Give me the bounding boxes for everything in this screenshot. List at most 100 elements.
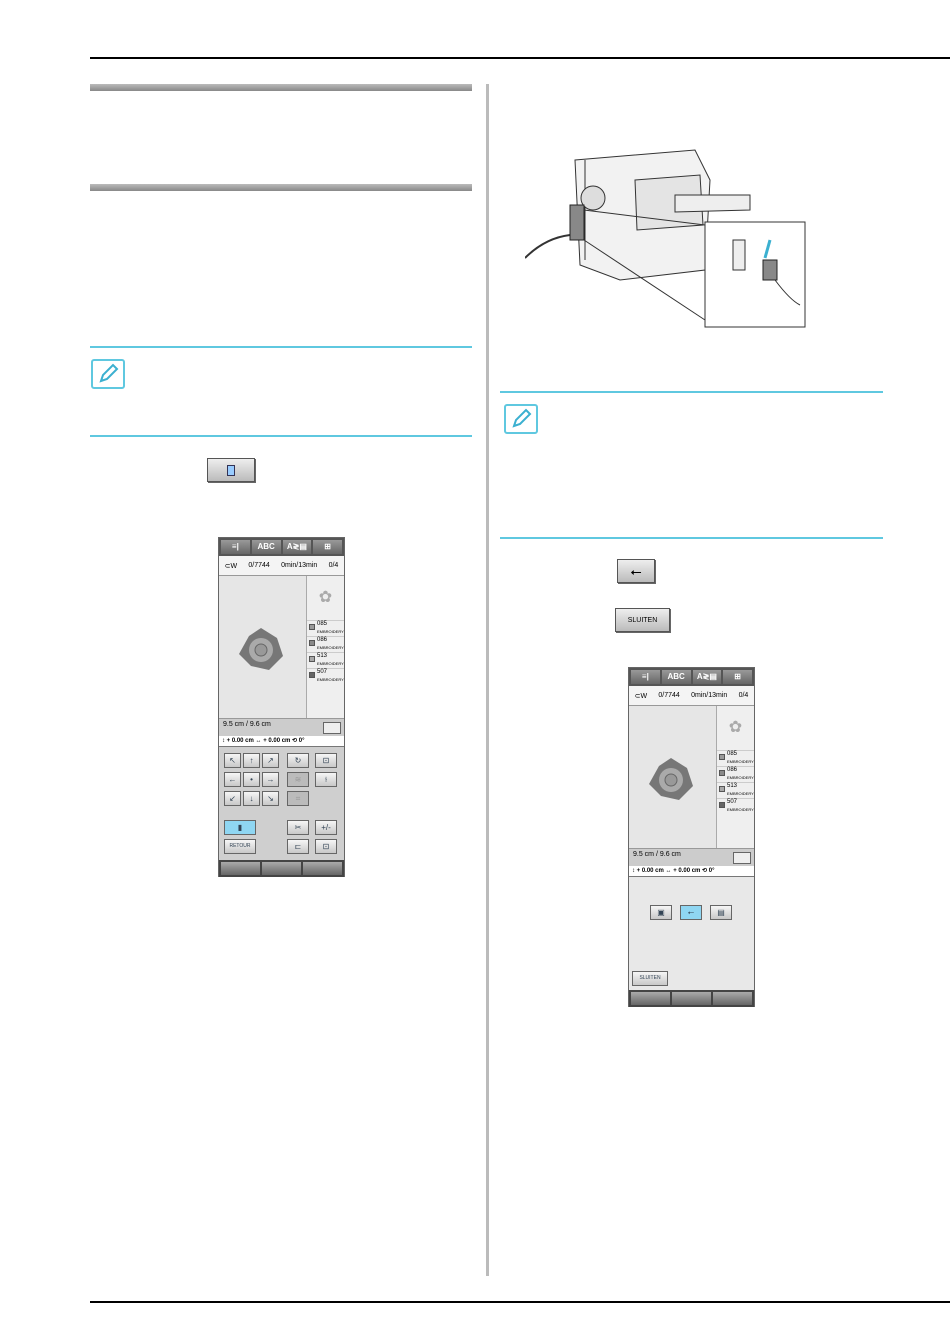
- position-readout: ↕ + 0.00 cm ↔ + 0.00 cm ⟲ 0°: [219, 736, 344, 746]
- pattern-thumbnail-icon: ✿: [318, 589, 333, 606]
- save-machine-button[interactable]: ▣: [650, 905, 672, 920]
- move-down-right-button[interactable]: ↘: [262, 791, 279, 806]
- rose-pattern-icon: [239, 628, 283, 670]
- move-center-button[interactable]: •: [243, 772, 260, 787]
- screen-tab[interactable]: ≡|: [221, 540, 250, 554]
- embroider-button[interactable]: ▮: [224, 820, 256, 835]
- help-button[interactable]: [262, 862, 301, 875]
- save-pc-button[interactable]: ▤: [710, 905, 732, 920]
- settings-button[interactable]: [713, 992, 752, 1005]
- color-swatch: [719, 786, 725, 792]
- edit-controls: ↖↑↗ ←•→ ↙↓↘ ↻ ⊡ ≋ ⫮ ⌗ ▮ ✂ +/- RETOUR ⊏ ⊡: [219, 746, 344, 860]
- rose-pattern-icon: [649, 758, 693, 800]
- memo-line: [500, 391, 883, 393]
- color-swatch: [309, 624, 315, 630]
- screen-tab[interactable]: ABC: [251, 540, 281, 554]
- color-swatch: [309, 656, 315, 662]
- pattern-info-button[interactable]: [631, 992, 670, 1005]
- screen-tab[interactable]: ABC: [661, 670, 691, 684]
- move-down-left-button[interactable]: ↙: [224, 791, 241, 806]
- screen-tab[interactable]: ⊞: [723, 670, 752, 684]
- time-info: 0min/13min: [281, 562, 318, 569]
- screen-tab[interactable]: A≷▤: [282, 540, 312, 554]
- stitch-info-row: ⊂W 0/7744 0min/13min 0/4: [219, 556, 344, 576]
- stitch-count: 0/7744: [248, 562, 270, 569]
- memo-line: [90, 346, 472, 348]
- color-swatch: [309, 640, 315, 646]
- pattern-thumbnail-icon: ✿: [728, 719, 743, 736]
- density-button[interactable]: ≋: [287, 772, 309, 787]
- color-count: 0/4: [328, 562, 339, 569]
- position-readout: ↕ + 0.00 cm ↔ + 0.00 cm ⟲ 0°: [629, 866, 754, 876]
- top-rule: [90, 57, 950, 59]
- color-swatch: [719, 802, 725, 808]
- array-button[interactable]: ⌗: [287, 791, 309, 806]
- move-right-button[interactable]: →: [262, 772, 279, 787]
- memory-button[interactable]: [733, 852, 751, 864]
- size-info: 9.5 cm / 9.6 cm: [629, 848, 754, 866]
- column-divider: [486, 84, 489, 1276]
- screen-tab[interactable]: ≡|: [631, 670, 660, 684]
- hoop-icon: ⊂W: [634, 692, 648, 700]
- memo-pencil-icon: [504, 404, 538, 434]
- save-usb-button[interactable]: ⭠: [680, 905, 702, 920]
- section-header-bar-top: [90, 84, 472, 91]
- memo-pencil-icon: [91, 359, 125, 389]
- screen-tab[interactable]: ⊞: [313, 540, 342, 554]
- size-button[interactable]: ⊡: [315, 753, 337, 768]
- retour-button[interactable]: RETOUR: [224, 839, 256, 854]
- color-swatch: [719, 770, 725, 776]
- memo-line: [500, 537, 883, 539]
- time-info: 0min/13min: [691, 692, 728, 699]
- color-swatch: [719, 754, 725, 760]
- frame-button[interactable]: ⊏: [287, 839, 309, 854]
- memo-line: [90, 435, 472, 437]
- help-button[interactable]: [672, 992, 711, 1005]
- usb-button[interactable]: ⭠: [617, 559, 655, 583]
- settings-button[interactable]: [303, 862, 342, 875]
- hoop-icon: ⊂W: [224, 562, 238, 570]
- color-count: 0/4: [738, 692, 749, 699]
- memory-button[interactable]: [323, 722, 341, 734]
- color-swatch: [309, 672, 315, 678]
- move-up-button[interactable]: ↑: [243, 753, 260, 768]
- thread-trim-button[interactable]: ✂: [287, 820, 309, 835]
- move-up-left-button[interactable]: ↖: [224, 753, 241, 768]
- section-header-bar-bottom: [90, 184, 472, 191]
- screen-tab[interactable]: A≷▤: [692, 670, 722, 684]
- mirror-button[interactable]: ⫮: [315, 772, 337, 787]
- sluiten-button[interactable]: SLUITEN: [615, 608, 670, 632]
- usb-icon: ⭠: [630, 562, 642, 579]
- rotate-button[interactable]: ↻: [287, 753, 309, 768]
- screen-bottom-bar: [219, 860, 344, 877]
- bottom-rule: [90, 1301, 950, 1303]
- sewing-machine-usb-illustration: [525, 149, 806, 328]
- move-up-right-button[interactable]: ↗: [262, 753, 279, 768]
- sluiten-button[interactable]: SLUITEN: [632, 971, 668, 986]
- save-controls: ▣ ⭠ ▤ SLUITEN: [629, 876, 754, 990]
- screen-bottom-bar: [629, 990, 754, 1007]
- move-down-button[interactable]: ↓: [243, 791, 260, 806]
- embroider-button[interactable]: [207, 458, 255, 482]
- embroider-start-icon: [227, 464, 235, 476]
- pattern-info-button[interactable]: [221, 862, 260, 875]
- size-info: 9.5 cm / 9.6 cm: [219, 718, 344, 736]
- move-left-button[interactable]: ←: [224, 772, 241, 787]
- trial-button[interactable]: ⊡: [315, 839, 337, 854]
- border-button[interactable]: +/-: [315, 820, 337, 835]
